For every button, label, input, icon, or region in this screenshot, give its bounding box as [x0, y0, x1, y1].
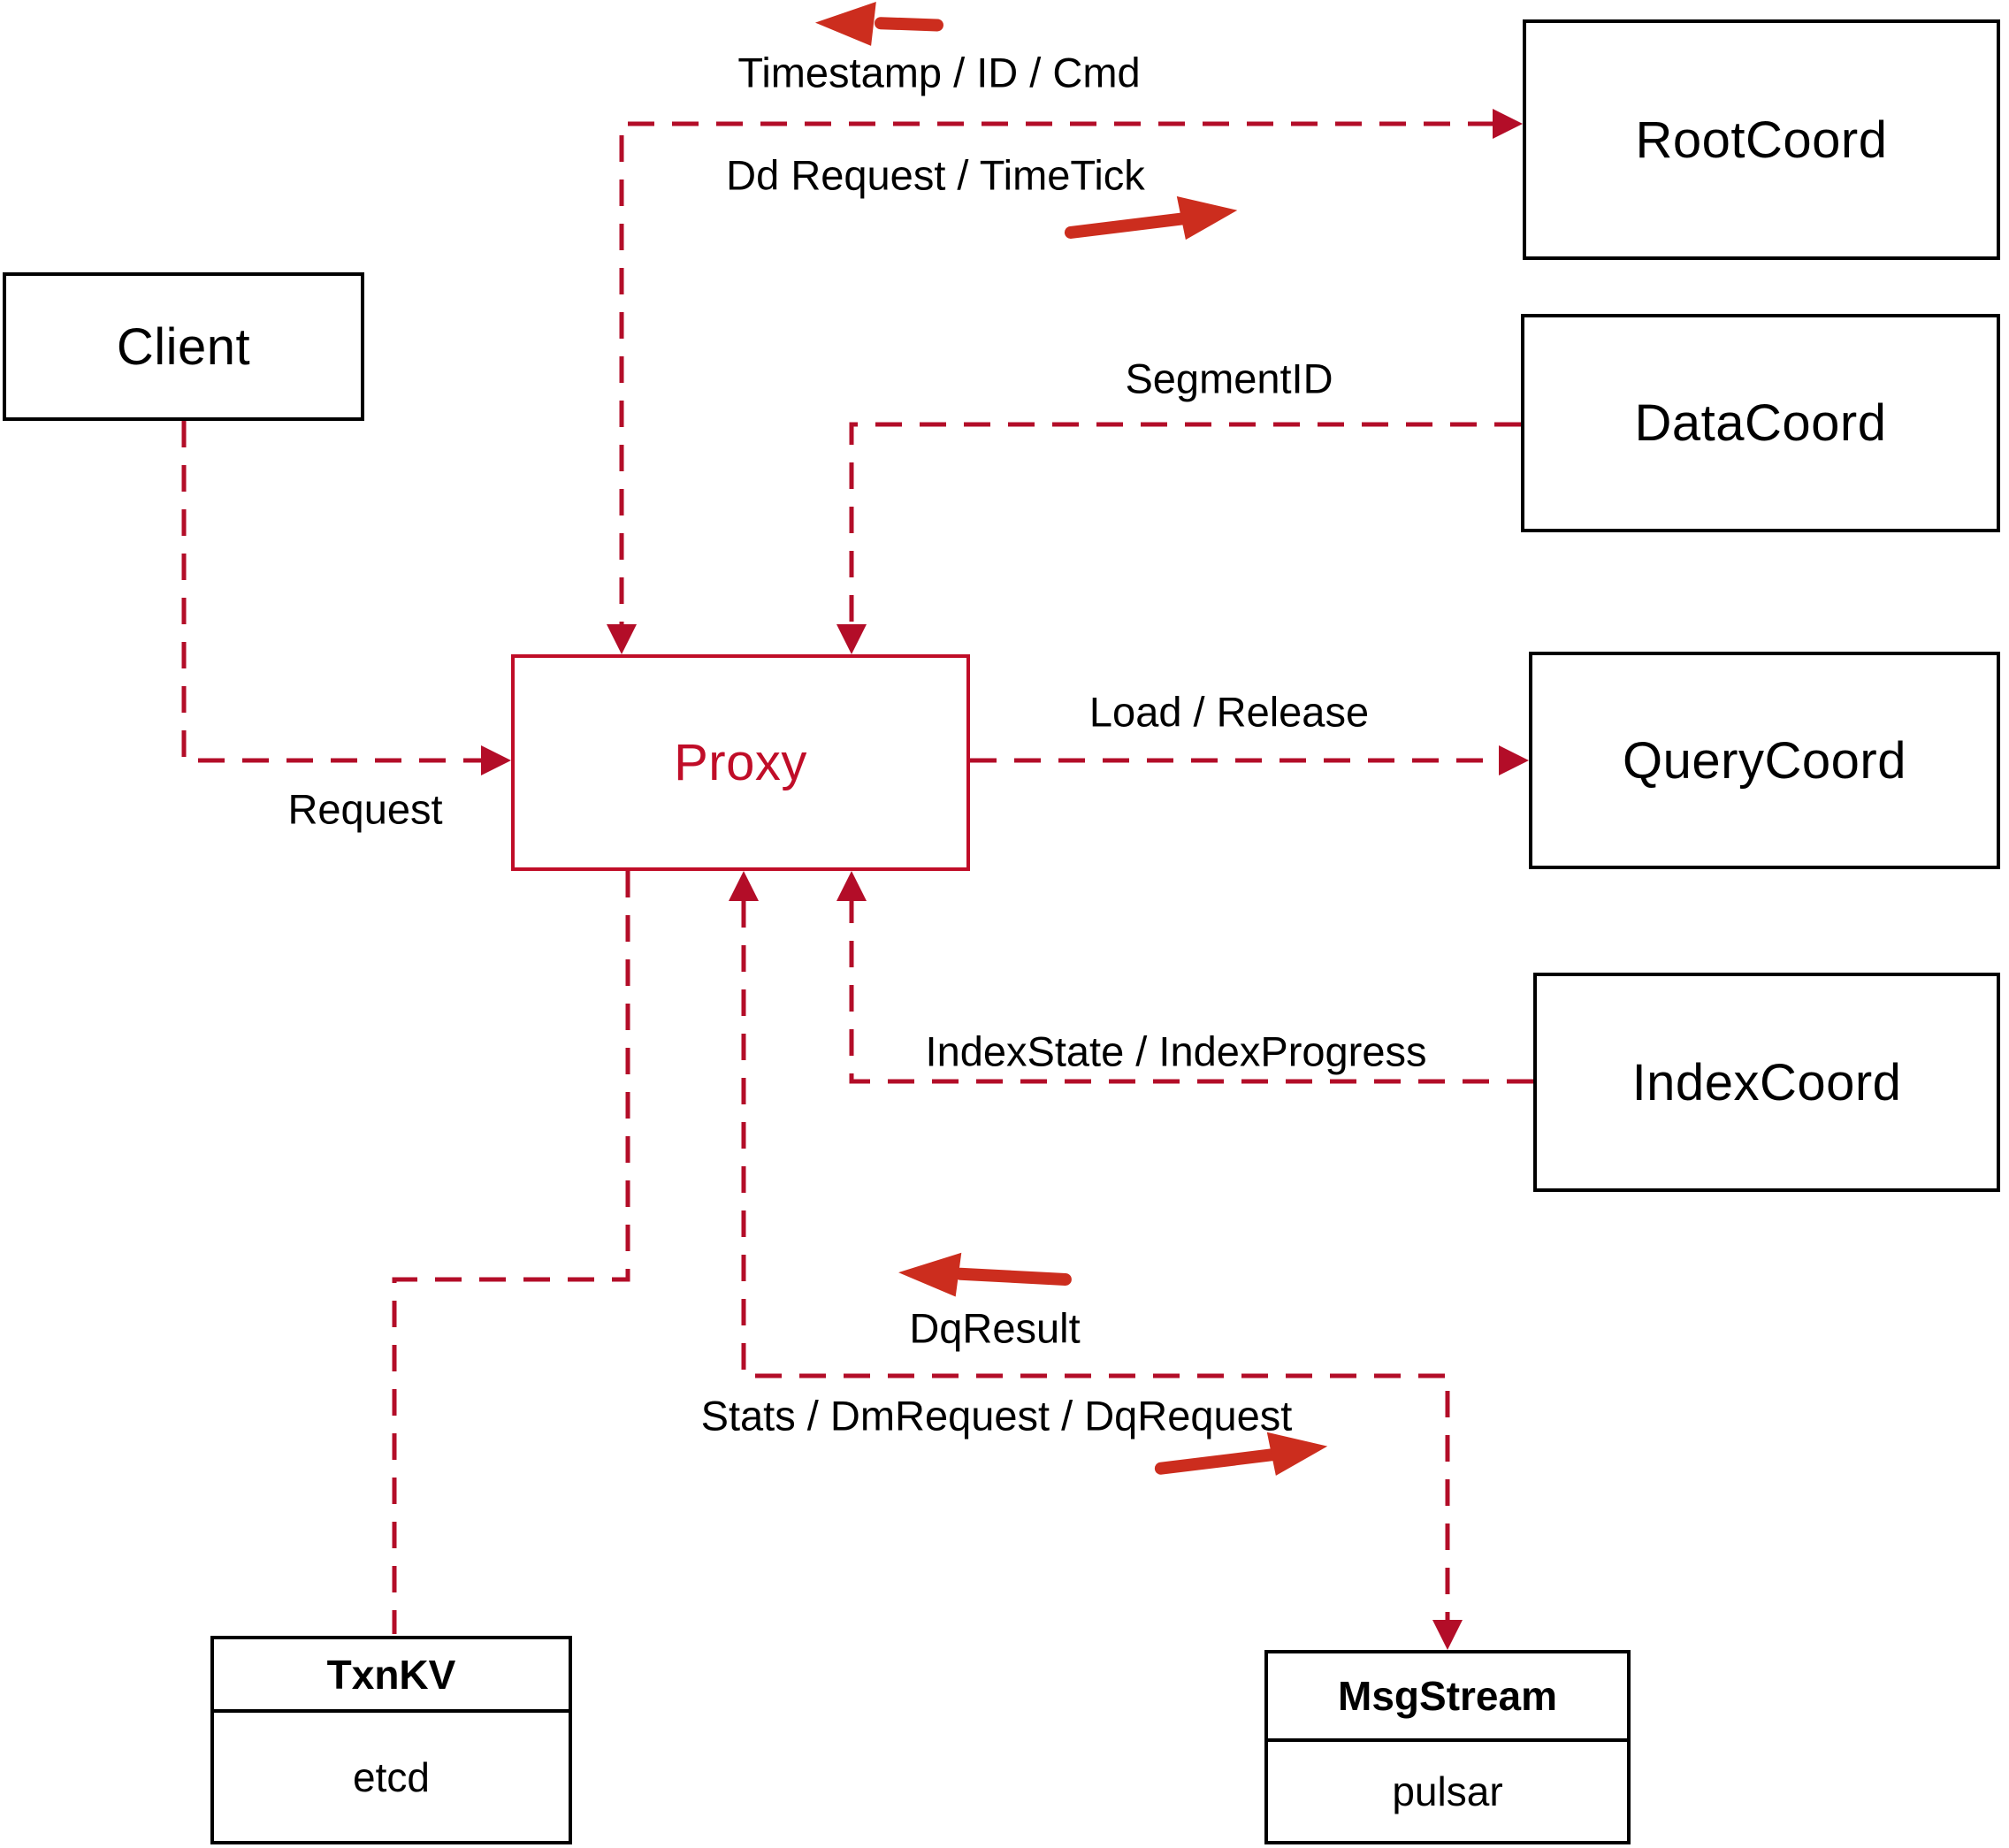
client-label: Client — [116, 317, 251, 376]
edge-datacoord-proxy — [849, 422, 1521, 626]
arrowhead-into-proxy-bottom-right-icon — [836, 871, 867, 901]
label-dq-result: DqResult — [909, 1304, 1081, 1352]
node-querycoord: QueryCoord — [1529, 652, 2000, 869]
node-client: Client — [3, 272, 364, 421]
rootcoord-label: RootCoord — [1635, 111, 1888, 169]
arrowhead-into-proxy-left-icon — [481, 745, 511, 775]
edge-indexcoord-proxy — [849, 901, 1533, 1084]
right-arrow-dd-request-icon — [1064, 196, 1238, 241]
edge-proxy-msgstream — [741, 901, 1450, 1620]
label-load-release: Load / Release — [1089, 688, 1370, 736]
edge-proxy-rootcoord — [619, 121, 1494, 626]
node-proxy: Proxy — [511, 654, 970, 871]
left-arrow-dq-result-icon — [898, 1252, 1072, 1297]
edge-client-proxy — [181, 421, 483, 763]
txnkv-title: TxnKV — [214, 1639, 569, 1713]
arrowhead-into-proxy-bottom-left-icon — [729, 871, 759, 901]
label-index-state-progress: IndexState / IndexProgress — [925, 1027, 1427, 1075]
arrowhead-into-msgstream-icon — [1432, 1620, 1463, 1650]
right-arrow-stats-icon — [1154, 1432, 1328, 1476]
node-txnkv: TxnKV etcd — [210, 1636, 572, 1844]
node-datacoord: DataCoord — [1521, 314, 2000, 532]
node-rootcoord: RootCoord — [1523, 19, 2000, 260]
msgstream-subtitle: pulsar — [1392, 1768, 1503, 1814]
label-dd-request-timetick: Dd Request / TimeTick — [726, 151, 1145, 199]
label-request: Request — [287, 785, 443, 833]
proxy-label: Proxy — [674, 734, 807, 791]
querycoord-label: QueryCoord — [1623, 731, 1906, 790]
node-indexcoord: IndexCoord — [1533, 973, 2000, 1192]
label-segment-id: SegmentID — [1125, 355, 1333, 402]
indexcoord-label: IndexCoord — [1631, 1053, 1902, 1111]
datacoord-label: DataCoord — [1634, 394, 1887, 452]
node-msgstream: MsgStream pulsar — [1264, 1650, 1631, 1844]
edge-proxy-txnkv — [392, 871, 630, 1634]
label-stats-dm-dq: Stats / DmRequest / DqRequest — [700, 1392, 1293, 1439]
arrowhead-into-proxy-top-right-icon — [836, 624, 867, 654]
arrowhead-into-proxy-top-left-icon — [607, 624, 637, 654]
txnkv-subtitle: etcd — [353, 1753, 430, 1800]
msgstream-title: MsgStream — [1268, 1653, 1627, 1742]
left-arrow-timestamp-icon — [814, 2, 943, 46]
label-timestamp-id-cmd: Timestamp / ID / Cmd — [737, 49, 1141, 96]
arrowhead-into-rootcoord-icon — [1493, 109, 1523, 139]
arrowhead-into-querycoord-icon — [1499, 745, 1529, 775]
